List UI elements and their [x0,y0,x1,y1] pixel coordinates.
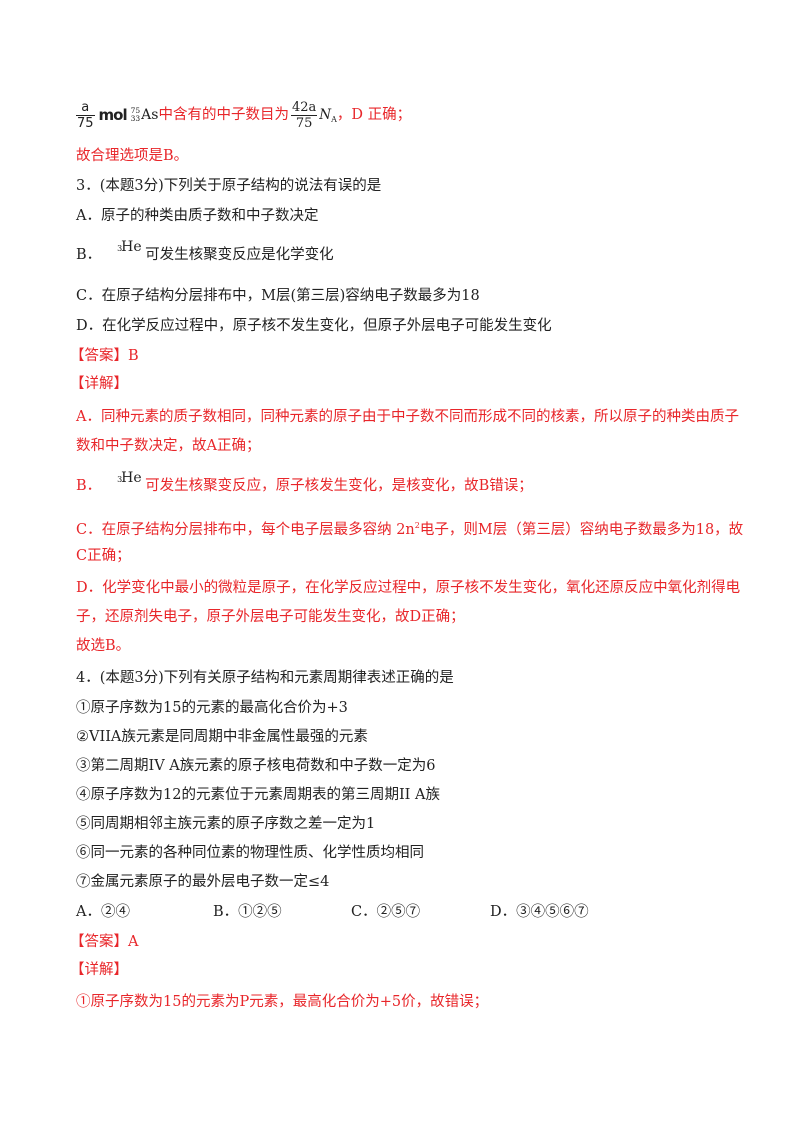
q3-explain-a-1: A．同种元素的质子数相同，同种元素的原子由于中子数不同而形成不同的核素，所以原子… [76,409,739,425]
q3-answer: 【答案】B [70,348,139,364]
q3-conclusion: 故选B。 [76,638,131,654]
q4-option-b: B．①②⑤ [213,904,282,920]
fraction-42a-over-75: 42a 75 [290,99,318,131]
q4-option-a: A．②④ [76,904,130,920]
q4-item: ②VIIA族元素是同周期中非金属性最强的元素 [76,729,368,745]
explanation-text: 中含有的中子数目为 [158,107,289,123]
q3-option-a: A．原子的种类由质子数和中子数决定 [76,208,319,224]
q4-detail-label: 【详解】 [70,962,128,978]
q4-item: ④原子序数为12的元素位于元素周期表的第三周期II A族 [76,787,440,803]
q4-item: ⑥同一元素的各种同位素的物理性质、化学性质均相同 [76,845,424,861]
q4-item: ③第二周期IV A族元素的原子核电荷数和中子数一定为6 [76,758,436,774]
q4-option-d: D．③④⑤⑥⑦ [490,904,589,920]
q4-stem: 4．(本题3分)下列有关原子结构和元素周期律表述正确的是 [76,670,454,686]
avogadro-symbol: N [319,107,332,123]
summary-prev: 故合理选项是B。 [76,148,189,164]
q3-stem: 3．(本题3分)下列关于原子结构的说法有误的是 [76,178,382,194]
q4-answer: 【答案】A [70,934,139,950]
q3-explain-a-2: 数和中子数决定，故A正确； [76,438,261,454]
q4-item: ①原子序数为15的元素的最高化合价为+3 [76,700,348,716]
explanation-text-end: ，D 正确； [336,107,412,123]
q4-option-c: C．②⑤⑦ [351,904,421,920]
q3-option-d: D．在化学反应过程中，原子核不发生变化，但原子外层电子可能发生变化 [76,318,552,334]
q3-explain-c-1: C．在原子结构分层排布中，每个电子层最多容纳 2n2电子，则M层（第三层）容纳电… [76,521,744,538]
q3-detail-label: 【详解】 [70,376,128,392]
q3-explain-c-2: C正确； [76,548,131,564]
q4-item: ⑤同周期相邻主族元素的原子序数之差一定为1 [76,816,376,832]
q3-option-c: C．在原子结构分层排布中，M层(第三层)容纳电子数最多为18 [76,288,480,304]
q3-explain-d-1: D．化学变化中最小的微粒是原子，在化学反应过程中，原子核不发生变化，氧化还原反应… [76,580,741,596]
mol-unit: mol [98,106,128,124]
q4-item: ⑦金属元素原子的最外层电子数一定≤4 [76,874,330,890]
q3-explain-d-2: 子，还原剂失电子，原子外层电子可能发生变化，故D正确； [76,609,465,625]
q4-explain-1: ①原子序数为15的元素为P元素，最高化合价为+5价，故错误； [76,994,489,1010]
fraction-a-over-75: a 75 [76,99,95,131]
